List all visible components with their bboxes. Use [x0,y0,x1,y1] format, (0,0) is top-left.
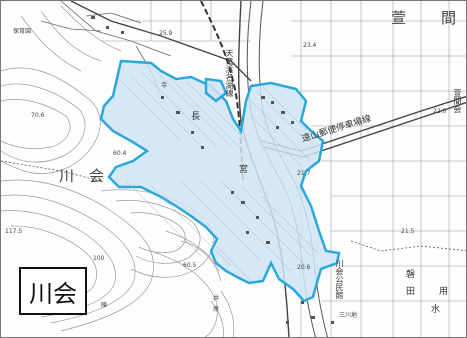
facility-label: 萱間会 [453,89,462,113]
elevation-label-1: 25.9 [159,30,173,37]
contour-lines [1,5,235,337]
place-label-sui: 水 [431,305,441,315]
place-label-kan: 萱 [391,9,411,27]
elevation-label-5: 60.4 [113,150,127,157]
highlight-zone-north [204,77,228,103]
small-label-b: 井 [213,295,220,302]
place-label-iwata: 磐 [406,270,416,280]
elevation-label-10: 21.7 [297,170,311,177]
elevation-label-2: 23.4 [303,42,317,49]
boundary-lines [1,160,466,252]
small-label-d: 三川地 [339,312,358,319]
elevation-label-8: 21.5 [401,228,415,235]
elevation-label-3: 22.0 [433,108,447,115]
school-label-b: 川会公民館 [335,259,344,299]
small-label-a: 陳 [101,302,108,309]
place-label-kai: 会 [89,167,109,185]
field-grid [101,1,466,337]
elevation-label-9: 20.6 [297,264,311,271]
place-label-yo: 用 [439,287,449,297]
elevation-label-6: 117.5 [5,228,23,235]
place-label-ki: 長 [191,112,201,122]
elevation-label-11: 100 [93,255,105,262]
elevation-label-7: 60.5 [183,262,197,269]
buildings [91,16,334,324]
place-label-ma: 間 [441,9,461,27]
place-label-kawa: 川 [59,167,79,185]
railway-label: 天竜浜名湖線 [225,49,234,97]
area-name-box: 川会 [19,267,87,315]
small-label-c: 原 [213,306,220,313]
temple-label: 寺 [161,82,168,89]
village-roads [40,1,172,97]
elevation-label-4: 70.6 [31,112,45,119]
place-label-ta: 田 [406,287,416,297]
zone-hatching [120,70,320,282]
school-label-a: 保育園 [13,28,32,35]
highlight-zone [99,59,341,303]
railway [200,1,244,182]
station-label: 宮 [239,165,249,175]
